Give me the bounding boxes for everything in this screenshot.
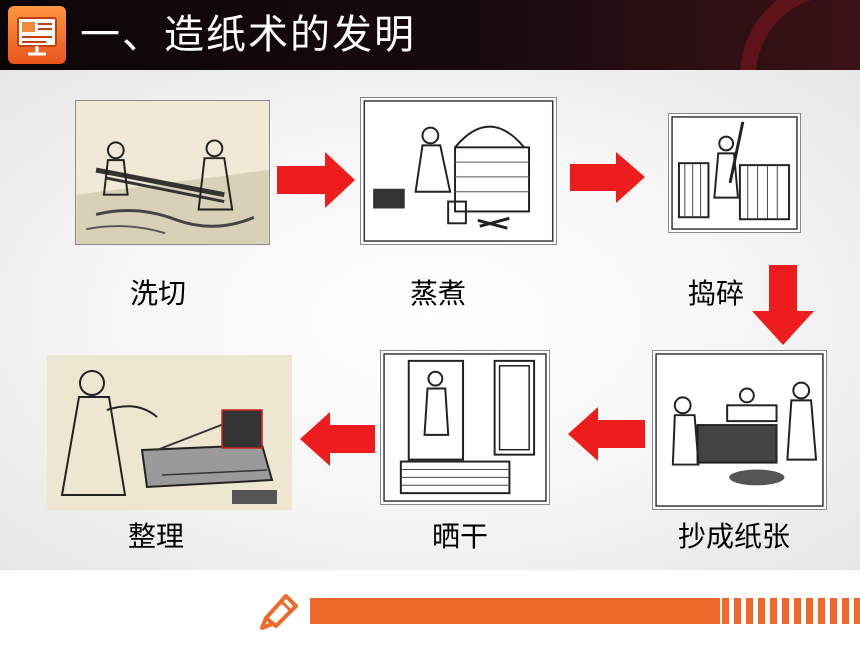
arrow-right-1 [277, 150, 355, 210]
header-decoration [740, 0, 860, 70]
step-image-washing-cutting [75, 100, 270, 245]
footer-accent-bar [310, 598, 720, 624]
step-label: 捣碎 [688, 277, 745, 310]
step-image-forming-sheets [652, 350, 827, 510]
arrow-right-2 [570, 150, 645, 205]
step-label: 晒干 [432, 520, 489, 553]
step-image-pounding [668, 113, 801, 233]
arrow-left-2 [300, 410, 375, 468]
pencil-icon [258, 588, 302, 632]
footer-stripes [722, 598, 860, 624]
arrow-left-1 [568, 405, 645, 463]
step-label: 整理 [128, 520, 185, 553]
arrow-down [752, 265, 814, 345]
step-label: 洗切 [130, 277, 187, 310]
step-image-finishing [47, 355, 292, 510]
step-image-steaming-boiling [360, 97, 557, 245]
powerpoint-slide-icon [8, 6, 66, 64]
step-image-drying [380, 350, 550, 505]
slide-header: 一、造纸术的发明 [0, 0, 860, 70]
step-label: 蒸煮 [410, 277, 467, 310]
step-label: 抄成纸张 [678, 520, 791, 553]
slide-title: 一、造纸术的发明 [80, 12, 416, 58]
